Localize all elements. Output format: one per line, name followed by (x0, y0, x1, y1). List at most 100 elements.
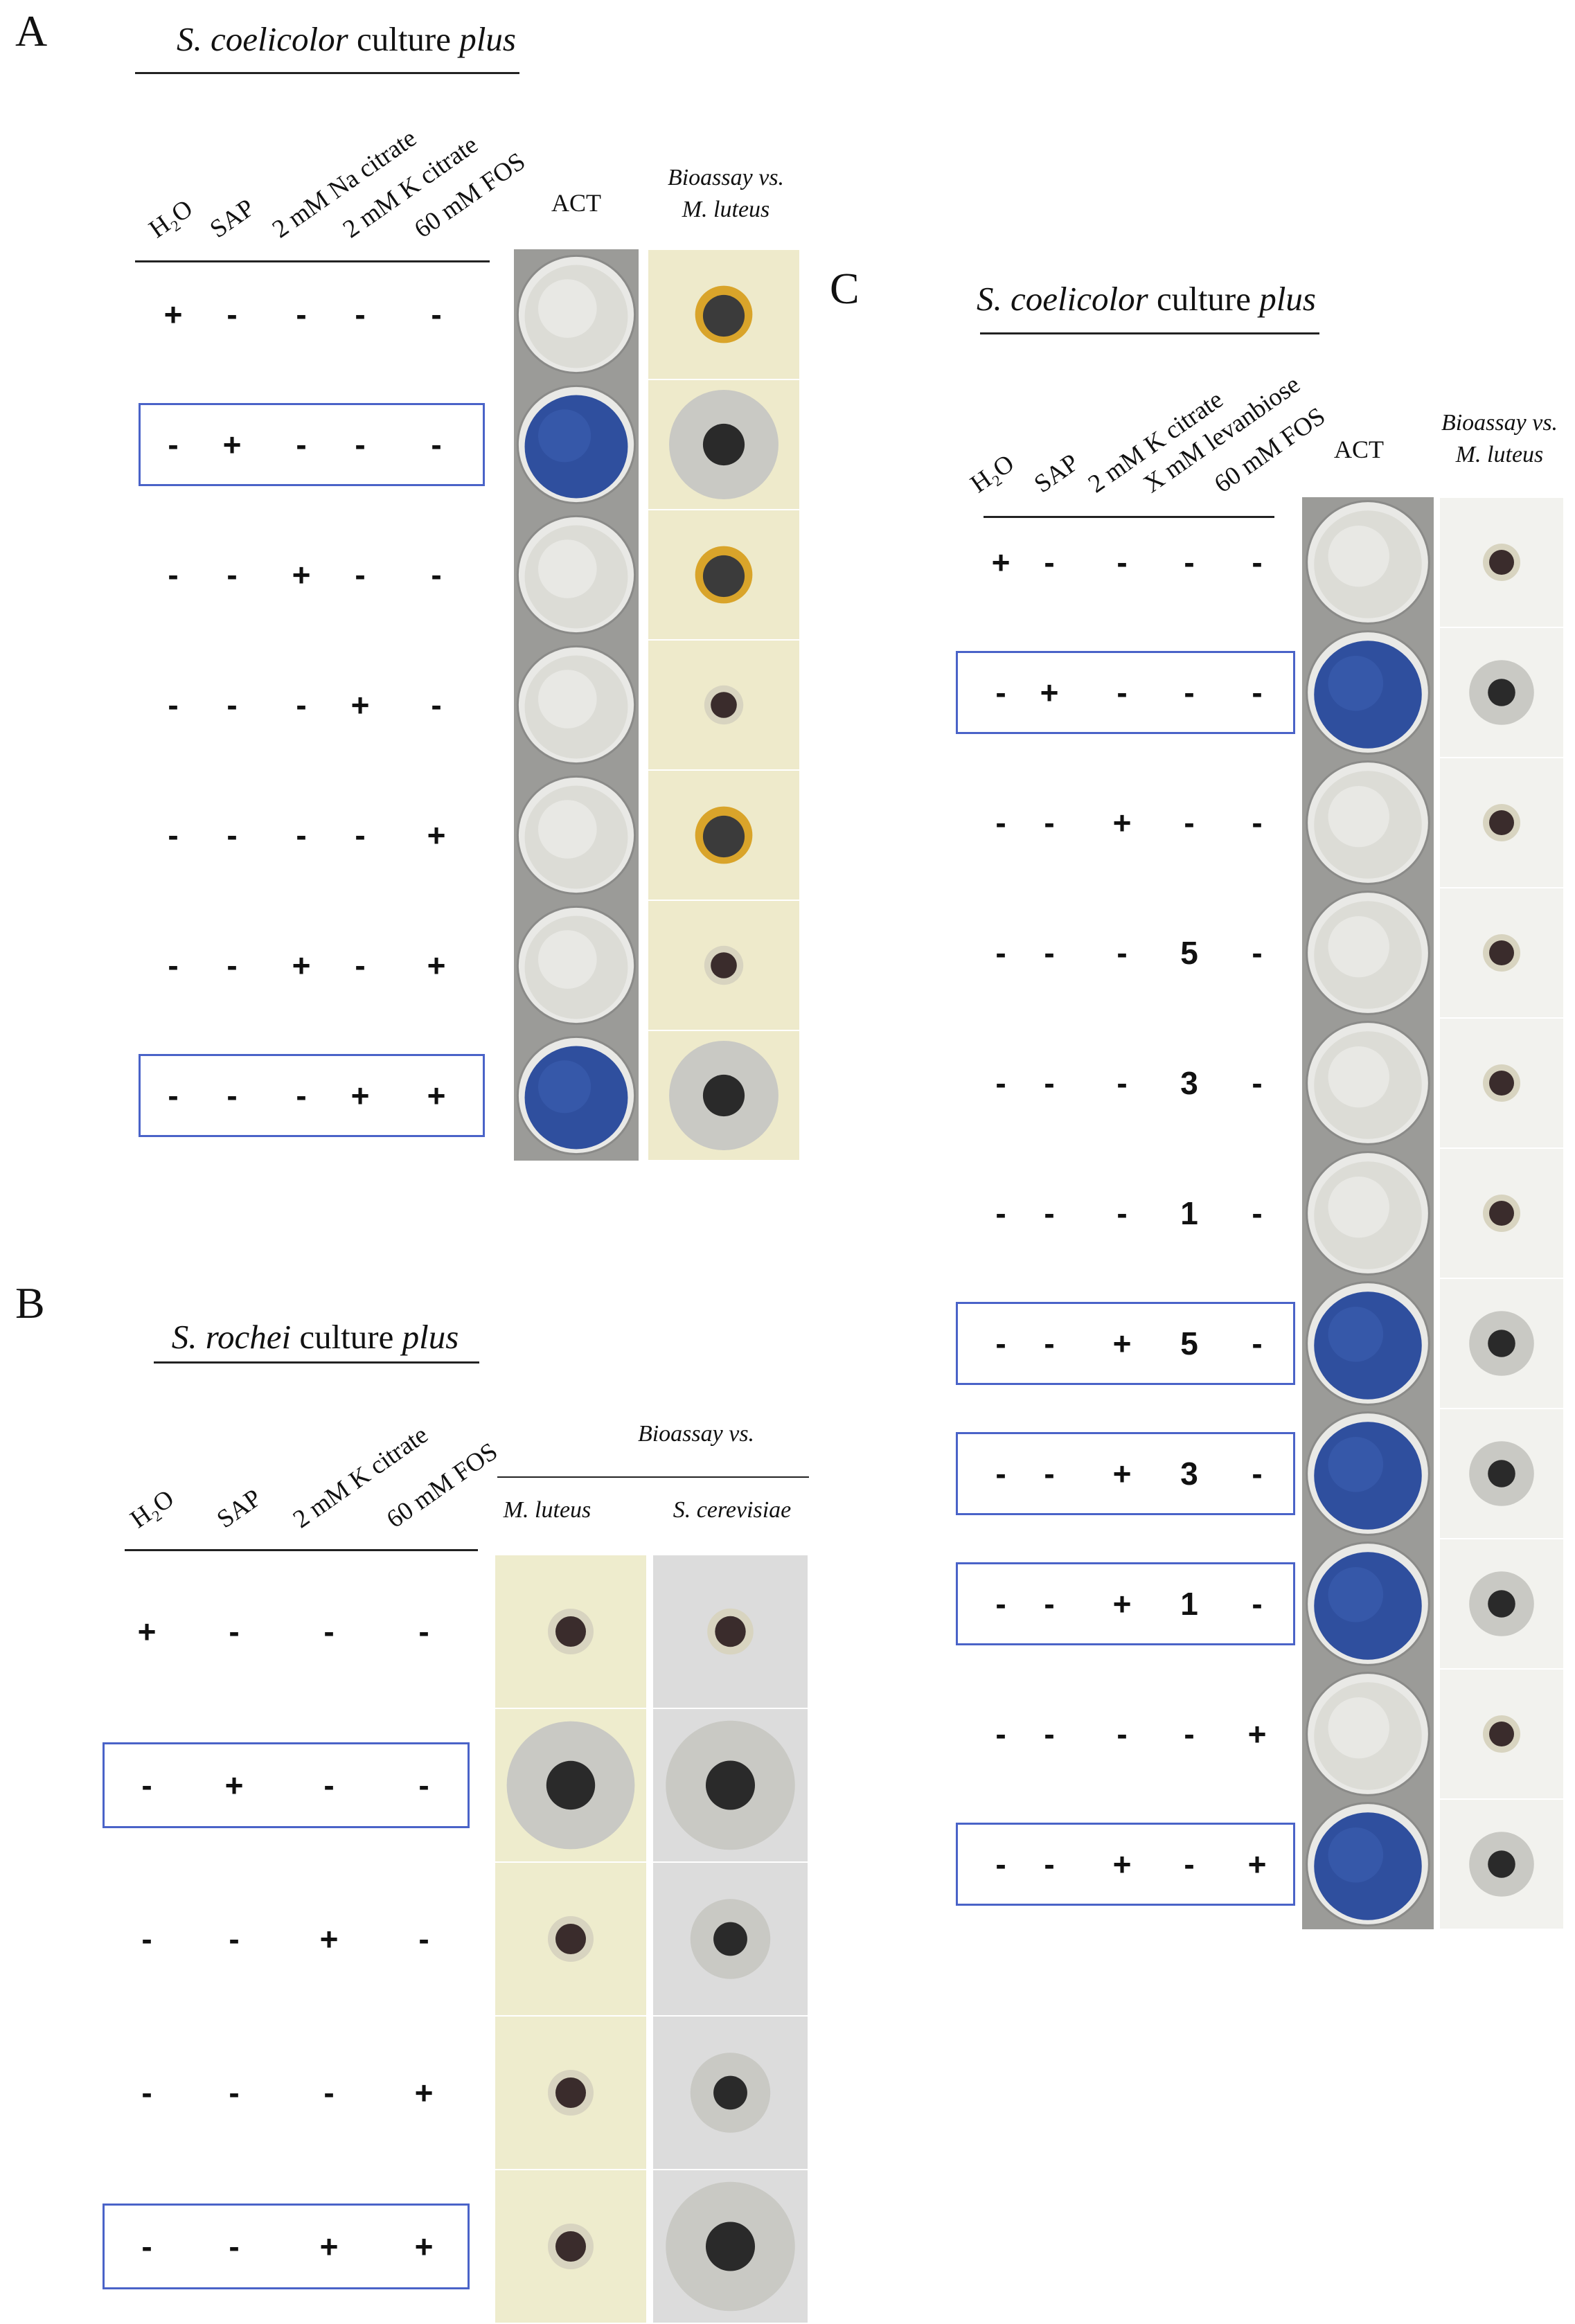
treatment-sign: + (292, 947, 311, 983)
bioassay-plate-image (652, 1555, 808, 1708)
treatment-sign: - (296, 817, 307, 853)
treatment-sign: - (1044, 1065, 1055, 1101)
panel-b-bioassay-label: Bioassay vs. (637, 1421, 755, 1447)
panel-b-header: S. rochei culture plus (172, 1317, 459, 1357)
treatment-sign: - (1252, 1325, 1263, 1361)
treatment-sign: - (995, 1065, 1006, 1101)
treatment-sign: + (292, 557, 311, 593)
bioassay-plate-image (648, 770, 800, 900)
treatment-sign: - (1116, 544, 1128, 580)
treatment-sign: - (431, 296, 442, 332)
bioassay-plate-image (648, 379, 800, 510)
treatment-sign: - (1044, 1325, 1055, 1361)
column-label: H₂O (965, 449, 1020, 499)
bioassay-plate-image (648, 249, 800, 379)
highlight-box (139, 403, 485, 486)
bioassay-plate-image (652, 1708, 808, 1862)
act-well-image (514, 510, 639, 640)
treatment-sign: - (1252, 1586, 1263, 1622)
treatment-sign: - (355, 817, 366, 853)
treatment-sign: - (418, 1921, 429, 1957)
treatment-sign: - (168, 427, 179, 463)
header-plus: plus (402, 1318, 459, 1356)
treatment-sign: - (995, 1846, 1006, 1882)
treatment-sign: - (296, 687, 307, 723)
treatment-sign: + (427, 1078, 446, 1114)
treatment-sign: - (229, 2075, 240, 2111)
treatment-sign: + (1112, 805, 1132, 841)
panel-c-letter: C (830, 264, 860, 313)
treatment-sign: - (355, 947, 366, 983)
treatment-sign: - (226, 557, 238, 593)
bioassay-plate-image (1439, 1409, 1564, 1539)
treatment-sign: - (168, 1078, 179, 1114)
act-well-image (514, 379, 639, 510)
treatment-sign: - (355, 427, 366, 463)
treatment-sign: - (1252, 1195, 1263, 1231)
panel-c-column-rule (984, 516, 1274, 518)
treatment-sign: - (995, 805, 1006, 841)
bioassay-plate-image (1439, 497, 1564, 627)
highlight-box (956, 1432, 1295, 1515)
treatment-sign: - (296, 1078, 307, 1114)
treatment-sign: - (226, 817, 238, 853)
highlight-box (139, 1054, 485, 1137)
treatment-sign: 3 (1180, 1065, 1198, 1101)
panel-a-bioassay-label-2: M. luteus (682, 197, 770, 222)
act-well-image (1302, 1409, 1434, 1539)
treatment-sign: + (1112, 1586, 1132, 1622)
treatment-sign: - (1252, 674, 1263, 710)
bioassay-plate-image (495, 1708, 647, 1862)
treatment-sign: - (226, 947, 238, 983)
bioassay-plate-image (652, 2170, 808, 2323)
treatment-sign: - (1044, 1846, 1055, 1882)
act-well-image (1302, 1799, 1434, 1929)
treatment-sign: - (355, 296, 366, 332)
bioassay-plate-image (648, 1030, 800, 1161)
treatment-sign: - (1116, 935, 1128, 971)
treatment-sign: - (229, 1921, 240, 1957)
bioassay-plate-image (1439, 1799, 1564, 1929)
header-mid: culture (1148, 280, 1260, 318)
treatment-sign: + (427, 817, 446, 853)
treatment-sign: - (431, 427, 442, 463)
panel-a-act-label: ACT (551, 189, 601, 217)
panel-b-cerevisiae-label: S. cerevisiae (673, 1497, 792, 1523)
treatment-sign: - (1044, 935, 1055, 971)
treatment-sign: + (1112, 1325, 1132, 1361)
treatment-sign: - (323, 1767, 335, 1803)
treatment-sign: - (995, 935, 1006, 971)
highlight-box (956, 1823, 1295, 1906)
treatment-sign: 1 (1180, 1195, 1198, 1231)
act-well-image (1302, 1669, 1434, 1799)
panel-c-bioassay-label-1: Bioassay vs. (1441, 410, 1558, 436)
treatment-sign: - (1252, 1065, 1263, 1101)
treatment-sign: - (995, 1716, 1006, 1752)
act-well-image (514, 640, 639, 770)
panel-a-bioassay-label-1: Bioassay vs. (667, 165, 785, 190)
treatment-sign: - (229, 1614, 240, 1650)
treatment-sign: + (1247, 1716, 1267, 1752)
treatment-sign: + (414, 2228, 434, 2264)
treatment-sign: - (1116, 1716, 1128, 1752)
panel-b-header-rule (154, 1361, 479, 1364)
treatment-sign: + (319, 1921, 339, 1957)
act-well-image (1302, 1539, 1434, 1669)
act-well-image (514, 900, 639, 1030)
bioassay-plate-image (1439, 1669, 1564, 1799)
act-well-image (1302, 497, 1434, 627)
treatment-sign: - (1184, 674, 1195, 710)
bioassay-plate-image (1439, 758, 1564, 888)
treatment-sign: + (222, 427, 242, 463)
bioassay-plate-image (652, 2016, 808, 2170)
highlight-box (956, 651, 1295, 734)
treatment-sign: - (431, 687, 442, 723)
treatment-sign: + (224, 1767, 244, 1803)
panel-c-header-rule (980, 332, 1319, 334)
panel-a-header-rule (135, 72, 519, 74)
treatment-sign: - (1044, 1586, 1055, 1622)
organism-name: S. coelicolor (177, 20, 348, 58)
bioassay-plate-image (1439, 1018, 1564, 1148)
treatment-sign: - (229, 2228, 240, 2264)
bioassay-plate-image (1439, 1539, 1564, 1669)
